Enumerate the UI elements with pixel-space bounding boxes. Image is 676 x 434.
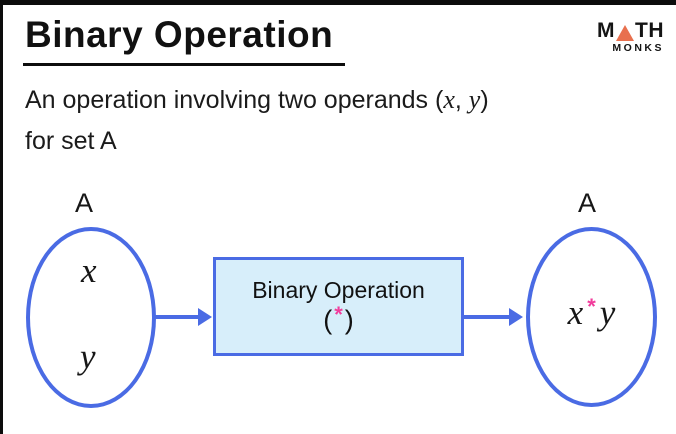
left-set-label: A — [74, 188, 93, 218]
operand-y: y — [468, 85, 481, 114]
result-operator-star: * — [587, 294, 596, 319]
logo-triangle-icon — [616, 25, 634, 41]
input-arrow-head-icon — [198, 308, 212, 326]
operation-box-title: Binary Operation — [252, 276, 425, 303]
right-set-label: A — [577, 188, 596, 218]
operator-star: * — [334, 302, 343, 328]
left-set-element-y: y — [80, 337, 96, 376]
description: An operation involving two operands (x, … — [25, 79, 489, 162]
mathmonks-logo: M TH MONKS — [597, 20, 664, 54]
output-arrow — [464, 315, 510, 319]
page-title: Binary Operation — [23, 14, 346, 66]
input-arrow — [153, 315, 199, 319]
description-line-1: An operation involving two operands (x, … — [25, 85, 489, 114]
description-line-2: for set A — [25, 127, 117, 155]
operand-x: x — [443, 85, 455, 114]
operation-symbol: (*) — [323, 302, 354, 336]
result-expression: x*y — [526, 295, 657, 330]
logo-wordmark: M TH — [597, 20, 664, 41]
logo-subtext: MONKS — [612, 42, 664, 54]
result-x: x — [567, 293, 584, 332]
left-set-ellipse — [26, 227, 156, 408]
operation-box: Binary Operation (*) — [213, 257, 464, 356]
result-y: y — [599, 293, 616, 332]
logo-letter-m: M — [597, 19, 615, 42]
logo-letters-th: TH — [635, 19, 664, 42]
output-arrow-head-icon — [509, 308, 523, 326]
left-set-element-x: x — [81, 251, 97, 290]
right-set-ellipse — [526, 227, 657, 407]
